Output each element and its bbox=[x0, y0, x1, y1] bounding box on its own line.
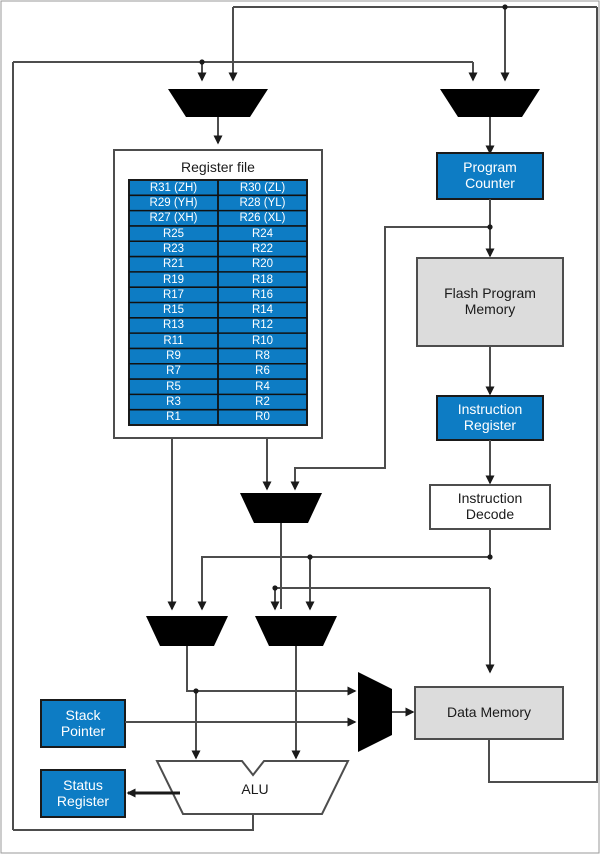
junction-dot bbox=[502, 4, 508, 10]
stack-pointer-block[interactable] bbox=[40, 699, 126, 748]
mux-program-counter[interactable] bbox=[440, 89, 540, 117]
wire-operand-a-out bbox=[186, 646, 357, 760]
decode-junction-dots bbox=[272, 554, 493, 591]
program-counter-block[interactable] bbox=[436, 152, 544, 200]
register-cell[interactable]: R25 bbox=[162, 227, 185, 240]
junction-dot bbox=[199, 59, 205, 65]
register-cell[interactable]: R29 (YH) bbox=[149, 196, 198, 209]
register-cell[interactable]: R6 bbox=[255, 365, 270, 378]
register-cell[interactable]: R26 (XL) bbox=[239, 212, 286, 225]
instruction-register-block[interactable] bbox=[436, 395, 544, 441]
register-cell[interactable]: R12 bbox=[251, 319, 274, 332]
junction-dot bbox=[193, 688, 199, 694]
register-cell[interactable]: R19 bbox=[162, 273, 185, 286]
register-cell[interactable]: R0 bbox=[255, 411, 270, 424]
register-cell[interactable]: R4 bbox=[255, 380, 270, 393]
register-cell[interactable]: R17 bbox=[162, 288, 185, 301]
data-memory-block[interactable] bbox=[414, 686, 564, 740]
register-cell[interactable]: R2 bbox=[255, 396, 270, 409]
register-cell[interactable]: R30 (ZL) bbox=[239, 181, 286, 194]
register-cell[interactable]: R8 bbox=[255, 350, 270, 363]
register-cell[interactable]: R10 bbox=[251, 334, 274, 347]
register-cell[interactable]: R13 bbox=[162, 319, 185, 332]
mux-register-address[interactable] bbox=[240, 493, 322, 523]
mux-alu-operand-b[interactable] bbox=[255, 616, 337, 646]
register-cell[interactable]: R7 bbox=[166, 365, 181, 378]
wire-data-memory-return bbox=[488, 739, 598, 783]
mux-data-memory-address[interactable] bbox=[358, 672, 392, 752]
register-cell[interactable]: R27 (XH) bbox=[149, 212, 198, 225]
wire-alu-result-return bbox=[13, 814, 254, 831]
junction-dot bbox=[307, 554, 313, 560]
register-cell[interactable]: R28 (YL) bbox=[239, 196, 286, 209]
junction-dot bbox=[272, 585, 278, 591]
register-cell[interactable]: R22 bbox=[251, 242, 274, 255]
junction-dot bbox=[487, 224, 493, 230]
register-cell[interactable]: R23 bbox=[162, 242, 185, 255]
status-register-block[interactable] bbox=[40, 769, 126, 818]
register-cell[interactable]: R24 bbox=[251, 227, 274, 240]
register-cell[interactable]: R5 bbox=[166, 380, 181, 393]
flash-program-memory-block[interactable] bbox=[416, 257, 564, 347]
register-cell[interactable]: R11 bbox=[163, 334, 184, 347]
register-cell[interactable]: R9 bbox=[166, 350, 181, 363]
register-cell[interactable]: R16 bbox=[251, 288, 274, 301]
bus-junction-dots bbox=[199, 4, 508, 65]
register-cell[interactable]: R14 bbox=[251, 304, 274, 317]
register-cell[interactable]: R21 bbox=[162, 258, 185, 271]
wire-pc-tap-to-addr-mux bbox=[290, 226, 490, 491]
mux-alu-operand-a[interactable] bbox=[146, 616, 228, 646]
mux-register-file-write[interactable] bbox=[168, 89, 268, 117]
alu-block[interactable] bbox=[155, 760, 350, 815]
junction-dot bbox=[487, 554, 493, 560]
register-cell[interactable]: R20 bbox=[251, 258, 274, 271]
register-cell[interactable]: R18 bbox=[251, 273, 274, 286]
instruction-decode-block[interactable] bbox=[429, 484, 551, 530]
register-cell[interactable]: R31 (ZH) bbox=[149, 181, 198, 194]
register-cell[interactable]: R15 bbox=[162, 304, 185, 317]
register-cell[interactable]: R3 bbox=[166, 396, 181, 409]
bus-drop-lines bbox=[197, 7, 510, 82]
register-cell[interactable]: R1 bbox=[166, 411, 181, 424]
